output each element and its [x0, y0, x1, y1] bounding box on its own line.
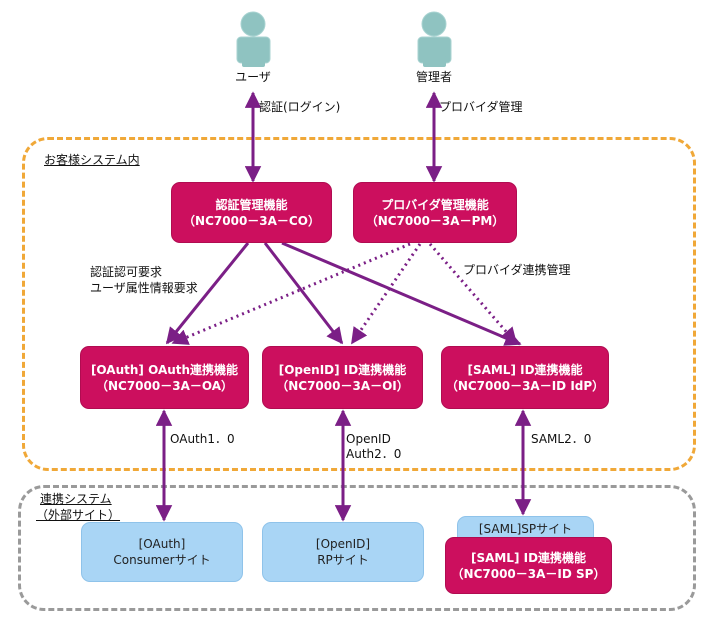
saml-sp-federation-title: [SAML] ID連携機能 — [470, 550, 587, 565]
saml-idp-federation-code: （NC7000－3A－ID IdP） — [445, 378, 605, 393]
login-edge-label: 認証(ログイン) — [259, 100, 341, 114]
openid-federation-title: [OpenID] ID連携機能 — [278, 362, 407, 377]
admin-icon — [417, 11, 452, 67]
provider-management-code: （NC7000－3A－PM） — [365, 213, 505, 228]
oauth-federation-code: （NC7000－3A－OA） — [95, 378, 234, 393]
oauth-consumer-site-name: Consumerサイト — [113, 553, 211, 567]
oauth-protocol-label: OAuth1．0 — [170, 432, 235, 446]
saml-idp-federation-node: [SAML] ID連携機能 （NC7000－3A－ID IdP） — [441, 346, 609, 409]
external-system-sublabel: （外部サイト） — [36, 508, 121, 522]
openid-federation-code: （NC7000－3A－OI） — [276, 378, 409, 393]
openid-rp-site-name: RPサイト — [317, 553, 369, 567]
user-attr-request-label: ユーザ属性情報要求 — [90, 281, 198, 295]
saml-sp-federation-code: （NC7000－3A－ID SP） — [451, 566, 606, 581]
admin-label: 管理者 — [415, 70, 452, 84]
saml-idp-federation-title: [SAML] ID連携機能 — [467, 362, 583, 377]
oauth-federation-node: [OAuth] OAuth連携機能 （NC7000－3A－OA） — [80, 346, 249, 409]
provider-management-title: プロバイダ管理機能 — [381, 197, 489, 212]
external-system-label: 連携システム — [40, 492, 112, 506]
arrow-auth-saml — [281, 241, 522, 346]
arrow-auth-openid — [263, 242, 344, 345]
provider-management-node: プロバイダ管理機能 （NC7000－3A－PM） — [353, 182, 517, 243]
user-label: ユーザ — [235, 70, 271, 84]
oauth-consumer-site-tag: [OAuth] — [138, 537, 186, 551]
arrow-provider-openid — [350, 243, 422, 345]
auth-request-label: 認証認可要求 — [90, 265, 163, 279]
auth-management-code: （NC7000－3A－CO） — [183, 213, 320, 228]
arrow-provider-oauth — [171, 242, 411, 345]
auth-management-node: 認証管理機能 （NC7000－3A－CO） — [171, 182, 332, 243]
arrow-auth-oauth — [165, 242, 250, 345]
openid-protocol-label-2: Auth2．0 — [346, 447, 402, 461]
openid-protocol-label: OpenID — [346, 432, 391, 446]
saml-sp-site-label: [SAML]SPサイト — [478, 522, 573, 536]
oauth-consumer-site-node: [OAuth] Consumerサイト — [81, 522, 243, 582]
provider-mgmt-edge-label: プロバイダ管理 — [439, 100, 523, 114]
arrow-provider-saml — [428, 243, 518, 345]
saml-sp-federation-node: [SAML] ID連携機能 （NC7000－3A－ID SP） — [445, 537, 612, 594]
internal-system-label: お客様システム内 — [44, 153, 140, 167]
user-icon — [236, 11, 271, 67]
openid-federation-node: [OpenID] ID連携機能 （NC7000－3A－OI） — [262, 346, 423, 409]
internal-system-group — [22, 137, 696, 471]
openid-rp-site-node: [OpenID] RPサイト — [262, 522, 424, 582]
oauth-federation-title: [OAuth] OAuth連携機能 — [90, 362, 239, 377]
external-system-group — [18, 485, 696, 611]
openid-rp-site-tag: [OpenID] — [315, 537, 371, 551]
saml-protocol-label: SAML2．0 — [531, 432, 592, 446]
auth-management-title: 認証管理機能 — [215, 197, 288, 212]
provider-link-mgmt-label: プロバイダ連携管理 — [463, 263, 571, 277]
